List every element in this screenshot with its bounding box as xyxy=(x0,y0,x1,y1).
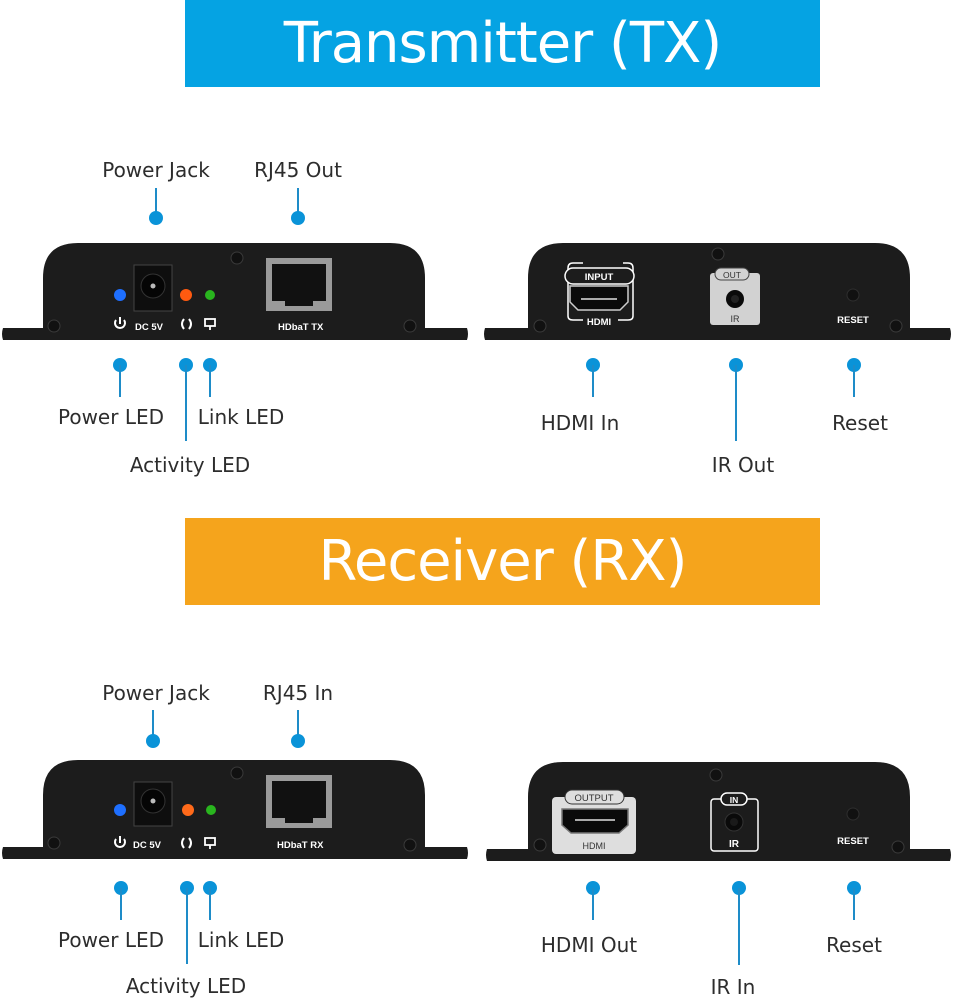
tx-power-jack-callout-dot xyxy=(149,211,163,225)
screw-icon xyxy=(533,319,547,333)
dc-label: DC 5V xyxy=(135,322,164,333)
tx-rj45-label: RJ45 Out xyxy=(254,158,342,182)
tx-power-jack-label: Power Jack xyxy=(102,158,210,182)
link-led xyxy=(206,805,216,815)
screw-icon xyxy=(891,840,905,854)
rx-ir-callout-line xyxy=(738,888,740,965)
rx-link-led-label: Link LED xyxy=(197,928,285,952)
screw-icon xyxy=(230,251,244,265)
power-led xyxy=(114,289,126,301)
screw-icon xyxy=(230,766,244,780)
ir-in-port: IN IR xyxy=(710,792,759,852)
receiver-banner: Receiver (RX) xyxy=(185,518,820,605)
reset-button xyxy=(846,288,860,302)
rx-power-jack-callout-line xyxy=(152,710,154,740)
tx-link-led-label: Link LED xyxy=(197,405,285,429)
rx-reset-callout-line xyxy=(853,888,855,920)
tx-power-led-label: Power LED xyxy=(57,405,165,429)
tx-reset-label: Reset xyxy=(832,411,888,435)
ir-in-label: IN xyxy=(730,795,739,805)
ir-out-label: OUT xyxy=(723,270,741,280)
screw-icon xyxy=(403,319,417,333)
tx-ir-out-label: IR Out xyxy=(711,453,775,477)
rx-rj45-callout-line xyxy=(297,710,299,740)
rx-link-led-callout-line xyxy=(209,888,211,920)
link-icon xyxy=(204,837,216,849)
power-icon xyxy=(114,836,126,848)
screw-icon xyxy=(533,838,547,852)
link-icon xyxy=(204,318,216,330)
power-icon xyxy=(114,317,126,329)
activity-led xyxy=(182,804,194,816)
screw-icon xyxy=(889,319,903,333)
rx-activity-led-label: Activity LED xyxy=(125,974,247,998)
rx-power-jack-label: Power Jack xyxy=(102,681,210,705)
screw-icon xyxy=(403,838,417,852)
reset-label: RESET xyxy=(837,315,869,326)
hdmi-output-label: OUTPUT xyxy=(574,793,613,804)
transmitter-banner: Transmitter (TX) xyxy=(185,0,820,87)
activity-icon xyxy=(181,318,192,330)
tx-reset-callout-line xyxy=(853,365,855,397)
rx-activity-led-callout-line xyxy=(186,888,188,964)
ir-label: IR xyxy=(731,314,741,324)
tx-front-panel: DC 5V HDbaT TX xyxy=(2,243,468,340)
tx-hdmi-in-label: HDMI In xyxy=(540,411,620,435)
tx-rear-panel: INPUT HDMI OUT IR RESET xyxy=(484,243,951,340)
tx-power-led-callout-line xyxy=(119,365,121,397)
ir-label: IR xyxy=(729,839,740,850)
reset-label: RESET xyxy=(837,836,869,847)
rx-hdmi-out-label: HDMI Out xyxy=(540,933,638,957)
tx-rj45-callout-line xyxy=(297,188,299,218)
rj45-label: HDbaT TX xyxy=(278,322,324,333)
rx-rear-panel: OUTPUT HDMI IN IR RESET xyxy=(486,762,951,861)
hdmi-output-port: OUTPUT HDMI xyxy=(552,789,636,854)
activity-icon xyxy=(181,837,192,849)
screw-icon xyxy=(709,768,723,782)
ir-out-port: OUT IR xyxy=(710,267,760,325)
dc-label: DC 5V xyxy=(133,840,162,851)
screw-icon xyxy=(47,836,61,850)
activity-led xyxy=(180,289,192,301)
rx-ir-in-label: IR In xyxy=(710,975,756,999)
tx-activity-led-label: Activity LED xyxy=(129,453,251,477)
rj45-label: HDbaT RX xyxy=(277,840,324,851)
rx-reset-label: Reset xyxy=(826,933,882,957)
power-led xyxy=(114,804,126,816)
tx-power-jack-callout-line xyxy=(155,188,157,218)
screw-icon xyxy=(711,247,725,261)
tx-rj45-callout-dot xyxy=(291,211,305,225)
tx-activity-led-callout-line xyxy=(185,365,187,441)
transmitter-title: Transmitter (TX) xyxy=(283,11,723,76)
reset-button xyxy=(846,807,860,821)
rx-front-panel: DC 5V HDbaT RX xyxy=(2,760,468,859)
hdmi-label: HDMI xyxy=(587,317,611,328)
rx-power-led-label: Power LED xyxy=(57,928,165,952)
hdmi-label: HDMI xyxy=(583,841,606,851)
rx-power-jack-callout-dot xyxy=(146,734,160,748)
tx-link-led-callout-line xyxy=(209,365,211,397)
link-led xyxy=(205,290,215,300)
hdmi-input-port: INPUT HDMI xyxy=(564,262,635,328)
rx-hdmi-callout-line xyxy=(592,888,594,920)
tx-ir-callout-line xyxy=(735,365,737,441)
rx-rj45-callout-dot xyxy=(291,734,305,748)
screw-icon xyxy=(47,319,61,333)
rx-power-led-callout-line xyxy=(120,888,122,920)
rx-rj45-label: RJ45 In xyxy=(262,681,334,705)
tx-hdmi-callout-line xyxy=(592,365,594,397)
receiver-title: Receiver (RX) xyxy=(318,529,687,594)
hdmi-input-label: INPUT xyxy=(585,272,614,283)
